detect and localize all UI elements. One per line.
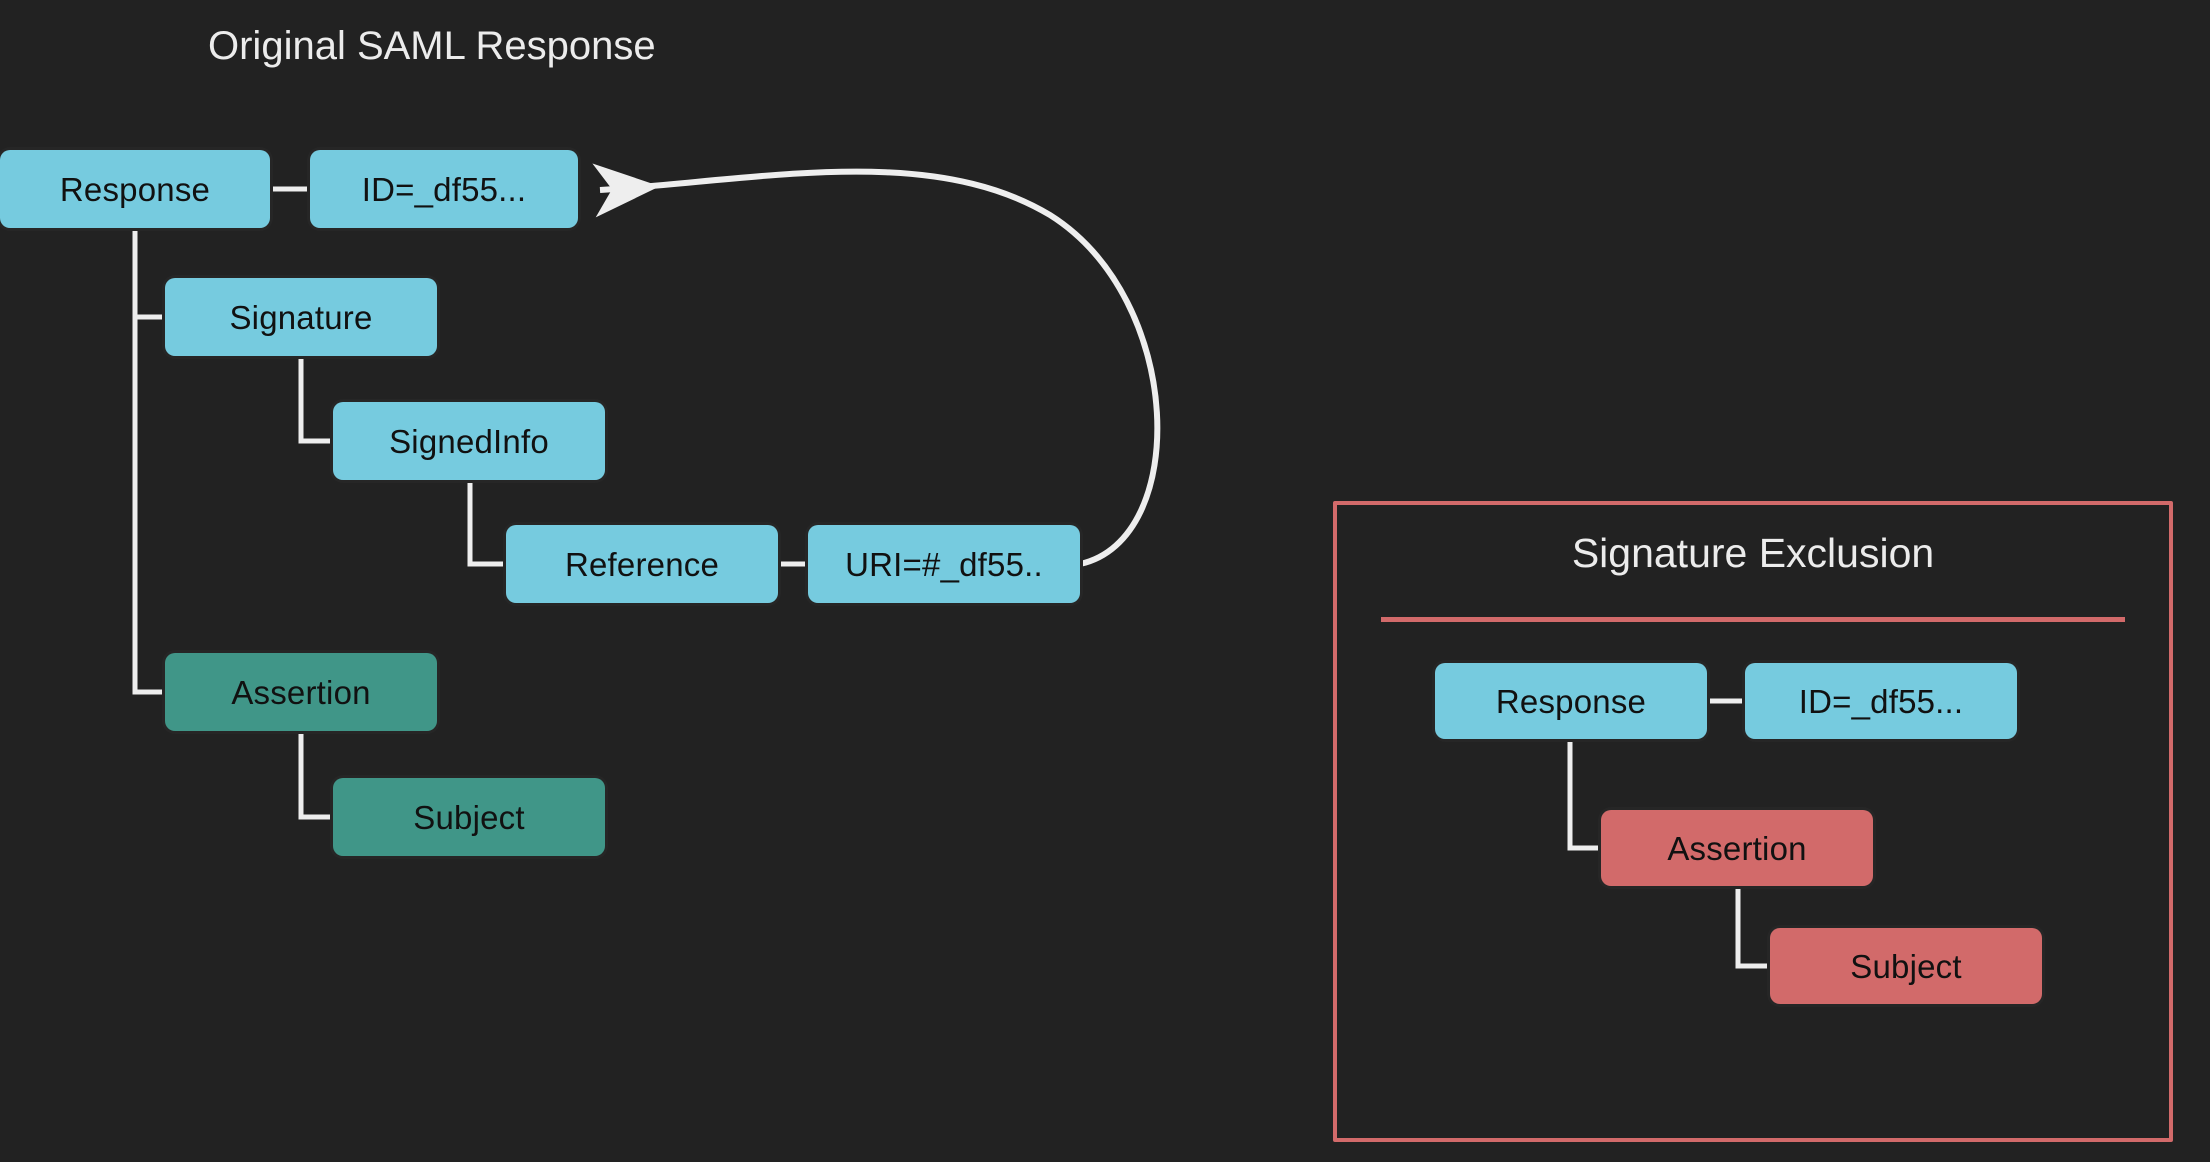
signature-exclusion-panel: [1333, 501, 2173, 1142]
signature-exclusion-title: Signature Exclusion: [1571, 530, 1935, 576]
edge-signature-to-signedinfo: [298, 356, 333, 444]
node-signedinfo[interactable]: SignedInfo: [333, 402, 605, 480]
node-exclusion-assertion[interactable]: Assertion: [1601, 810, 1873, 886]
node-exclusion-id-attribute[interactable]: ID=_df55...: [1745, 663, 2017, 739]
left-diagram-title: Original SAML Response: [208, 24, 656, 68]
edge-assertion-to-subject: [298, 731, 333, 820]
node-id-attribute[interactable]: ID=_df55...: [310, 150, 578, 228]
signature-exclusion-divider: [1381, 617, 2125, 622]
node-signature[interactable]: Signature: [165, 278, 437, 356]
node-response[interactable]: Response: [0, 150, 270, 228]
node-assertion[interactable]: Assertion: [165, 653, 437, 731]
edge-response-trunk: [132, 228, 165, 695]
node-exclusion-subject[interactable]: Subject: [1770, 928, 2042, 1004]
node-subject[interactable]: Subject: [333, 778, 605, 856]
node-reference[interactable]: Reference: [506, 525, 778, 603]
edge-signedinfo-to-reference: [467, 480, 506, 567]
node-exclusion-response[interactable]: Response: [1435, 663, 1707, 739]
node-uri-attribute[interactable]: URI=#_df55..: [808, 525, 1080, 603]
reference-arrow: [592, 163, 1161, 567]
